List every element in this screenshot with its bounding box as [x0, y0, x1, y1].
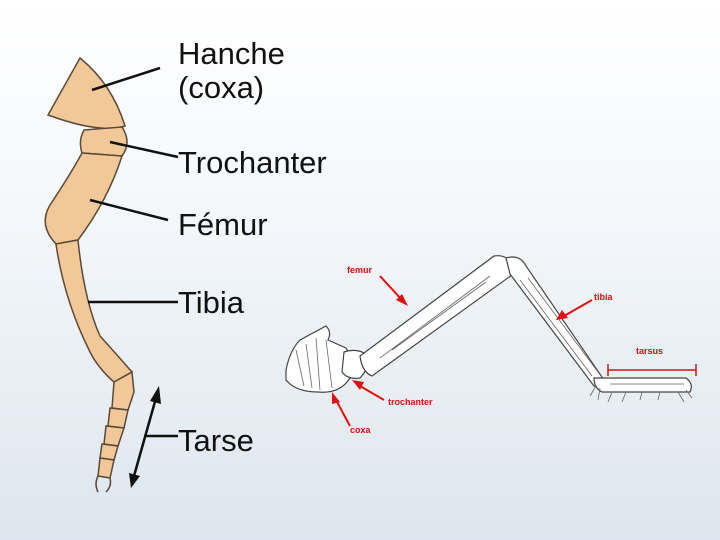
drawing-tibia-label: tibia: [594, 292, 613, 302]
hanche-label-line1: Hanche: [178, 36, 285, 71]
drawing-femur: [359, 255, 517, 377]
trochanter-leader-line: [109, 140, 179, 159]
femur-label: Fémur: [178, 207, 268, 242]
coxa-arrow: [335, 399, 351, 427]
femur-leader-line: [89, 198, 169, 222]
drawing-femur-label: femur: [347, 265, 373, 275]
hanche-label: Hanche (coxa): [178, 37, 285, 105]
red-arrows: [332, 275, 593, 427]
tarse-extent-arrow: [129, 386, 161, 488]
tarsus-bracket: [607, 364, 697, 376]
drawing-tarsus-label: tarsus: [636, 346, 664, 356]
tarsus-segment-1: [111, 370, 135, 411]
drawing-tibia: [505, 256, 605, 387]
trochanter-arrow: [359, 385, 385, 401]
hanche-leader-line: [91, 66, 161, 92]
coxa-segment: [46, 56, 126, 130]
drawing-tarsus: [593, 377, 692, 393]
drawing-coxa: [285, 325, 352, 393]
femur-segment: [44, 152, 124, 245]
tarse-label: Tarse: [178, 423, 254, 458]
tibia-label: Tibia: [178, 285, 245, 320]
tibia-arrow: [563, 299, 593, 317]
drawing-coxa-label: coxa: [350, 425, 371, 435]
drawing-trochanter-label: trochanter: [388, 397, 433, 407]
tarsal-claw: [95, 475, 112, 493]
hanche-label-line2: (coxa): [178, 70, 265, 105]
femur-arrow: [379, 275, 403, 301]
trochanter-label: Trochanter: [178, 145, 327, 180]
